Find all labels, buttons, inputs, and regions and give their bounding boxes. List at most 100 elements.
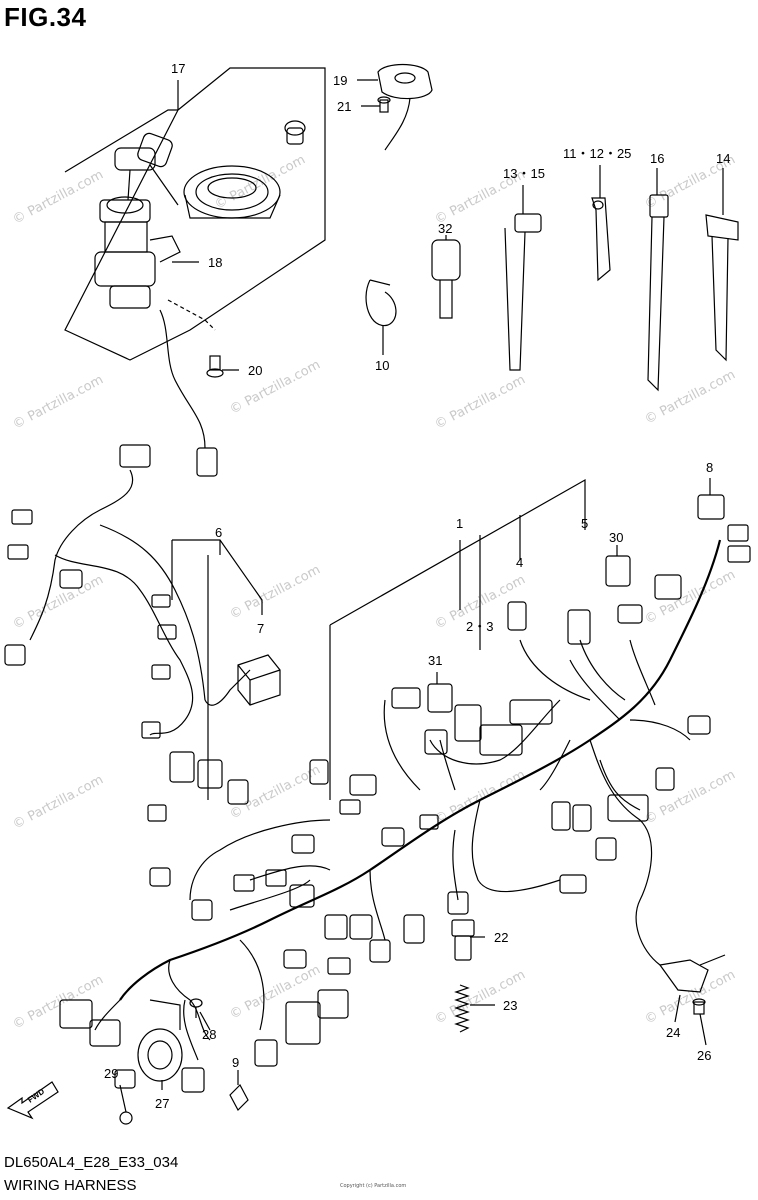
connector — [151, 594, 171, 608]
sensor-24 — [658, 959, 709, 993]
connector — [727, 524, 749, 542]
screw-21 — [377, 96, 391, 113]
connector — [254, 1039, 278, 1067]
switch-22 — [451, 919, 475, 961]
connector — [283, 949, 307, 969]
connector — [403, 914, 425, 944]
callout-8: 8 — [706, 460, 713, 475]
connector — [285, 1001, 321, 1045]
key-blank-32 — [431, 239, 461, 319]
callout-20: 20 — [248, 363, 262, 378]
callout-1: 1 — [456, 516, 463, 531]
connector — [157, 624, 177, 640]
spring-23 — [454, 984, 470, 1033]
connector — [11, 509, 33, 525]
connector — [149, 867, 171, 887]
figure-code: DL650AL4_E28_E33_034 — [4, 1154, 179, 1171]
connector — [89, 1019, 121, 1047]
connector — [349, 774, 377, 796]
callout-4: 4 — [516, 555, 523, 570]
cable-tie-14 — [705, 214, 739, 362]
fuse-4 — [507, 601, 527, 631]
connector — [727, 545, 751, 563]
connector — [551, 801, 571, 831]
connector — [454, 704, 482, 742]
figure-title: FIG.34 — [4, 2, 87, 32]
relay-7 — [237, 654, 281, 706]
callout-23: 23 — [503, 998, 517, 1013]
connector — [59, 569, 83, 589]
connector — [655, 767, 675, 791]
leader-lines — [119, 79, 724, 1113]
connector — [479, 724, 523, 756]
connector — [181, 1067, 205, 1093]
clip-9 — [229, 1084, 249, 1111]
callout-10: 10 — [375, 358, 389, 373]
cable-tie-13-15 — [504, 213, 542, 371]
callout-6: 6 — [215, 525, 222, 540]
callout-14: 14 — [716, 151, 730, 166]
callout-18: 18 — [208, 255, 222, 270]
fuse-5 — [567, 609, 591, 645]
callouts: 1 2・3 4 5 6 7 8 9 10 11・12・25 13・15 14 1… — [104, 61, 730, 1111]
connector — [572, 804, 592, 832]
connector — [291, 834, 315, 854]
connector — [151, 664, 171, 680]
harness-bracket-1 — [329, 478, 586, 800]
connector — [169, 751, 195, 783]
connector — [191, 899, 213, 921]
connector-8 — [697, 494, 725, 520]
callout-32: 32 — [438, 221, 452, 236]
callout-17: 17 — [171, 61, 185, 76]
callout-29: 29 — [104, 1066, 118, 1081]
nut-29 — [119, 1111, 133, 1125]
callout-26: 26 — [697, 1048, 711, 1063]
callout-22: 22 — [494, 930, 508, 945]
fuse-box — [509, 699, 553, 725]
screw-26 — [692, 998, 706, 1015]
connector — [617, 604, 643, 624]
cable-tie-16 — [647, 194, 669, 392]
callout-2-3: 2・3 — [466, 619, 493, 634]
connector — [197, 759, 223, 789]
connector — [324, 914, 348, 940]
connector — [289, 884, 315, 908]
connector — [424, 729, 448, 755]
bolt-28 — [189, 998, 203, 1018]
cover-19 — [377, 63, 433, 151]
connector — [114, 1069, 136, 1089]
fwd-arrow: FWD — [6, 1081, 59, 1120]
connector — [119, 444, 151, 468]
connector — [369, 939, 391, 963]
connector — [59, 999, 93, 1029]
horn-27 — [137, 999, 183, 1082]
relay-30 — [605, 555, 631, 587]
connector — [7, 544, 29, 560]
connector — [349, 914, 373, 940]
callout-19: 19 — [333, 73, 347, 88]
connector — [654, 574, 682, 600]
ignition-connector — [196, 447, 218, 477]
callout-24: 24 — [666, 1025, 680, 1040]
connector — [595, 837, 617, 861]
callout-5: 5 — [581, 516, 588, 531]
callout-30: 30 — [609, 530, 623, 545]
connector — [607, 794, 649, 822]
connector — [559, 874, 587, 894]
callout-16: 16 — [650, 151, 664, 166]
callout-7: 7 — [257, 621, 264, 636]
sub-harness-bracket-6 — [171, 539, 263, 800]
connector — [265, 869, 287, 887]
ignition-switch-set — [64, 67, 326, 361]
bolt-20 — [206, 355, 224, 378]
connector — [339, 799, 361, 815]
callout-28: 28 — [202, 1027, 216, 1042]
connector — [233, 874, 255, 892]
clamp-11-12-25 — [591, 197, 611, 282]
connector — [447, 891, 469, 915]
callout-13-15: 13・15 — [503, 166, 545, 181]
callout-9: 9 — [232, 1055, 239, 1070]
callout-31: 31 — [428, 653, 442, 668]
clamp-10 — [365, 279, 397, 327]
